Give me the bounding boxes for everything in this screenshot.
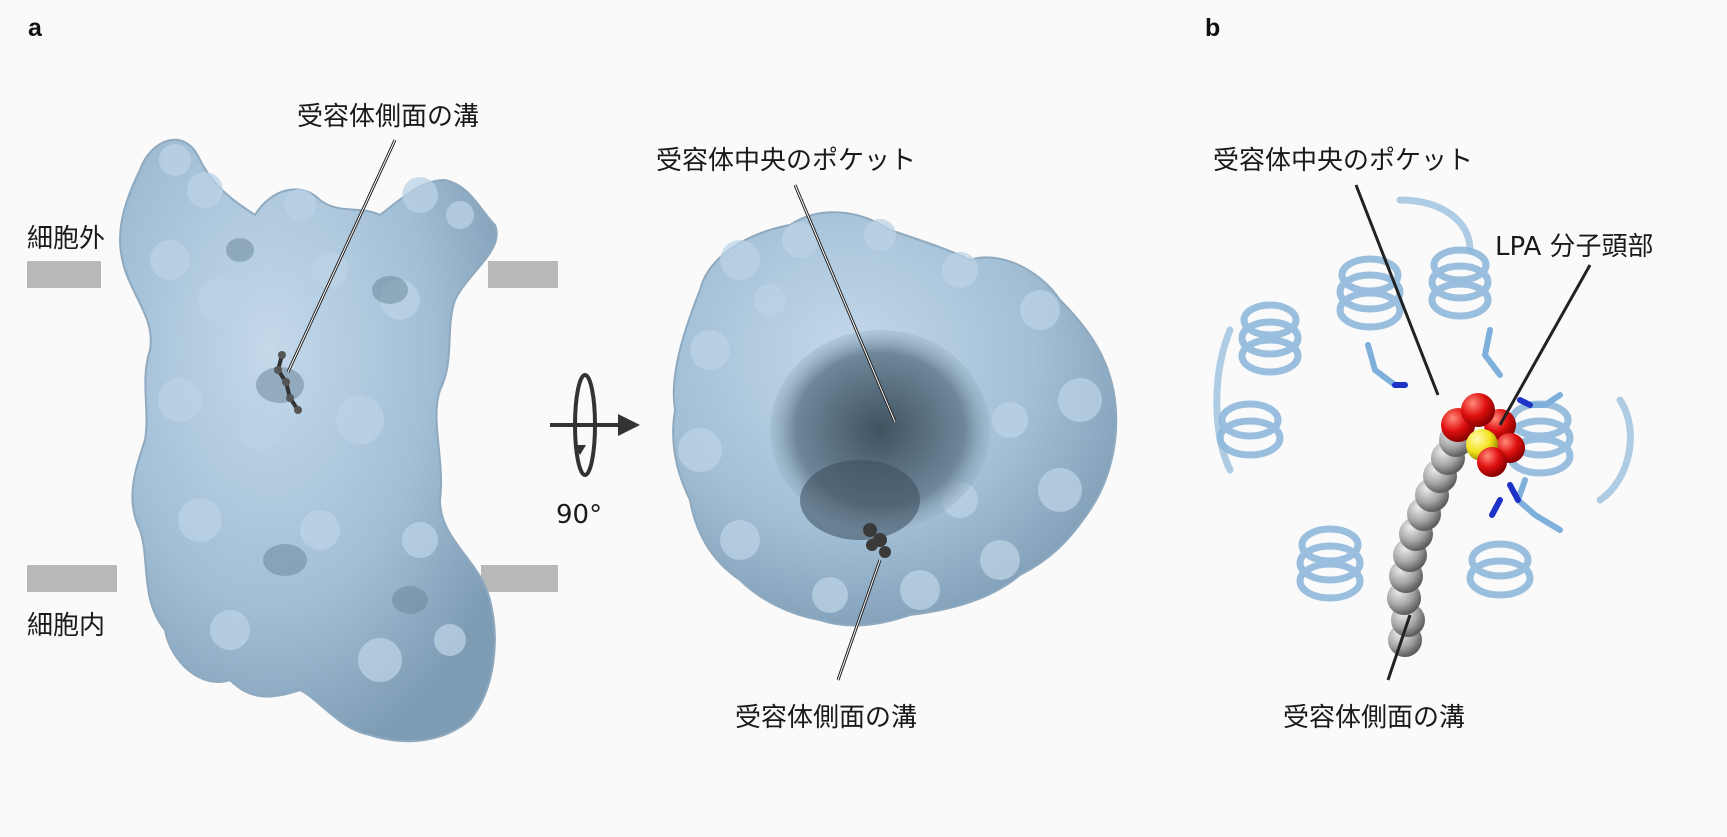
lpa-head-label: LPA 分子頭部 [1495, 232, 1654, 262]
leader-line-lpa-head [1498, 264, 1592, 426]
membrane-bar-intracellular-right [481, 565, 558, 592]
rotation-arrow-icon [550, 373, 640, 477]
membrane-bar-intracellular-left [27, 565, 117, 592]
membrane-bar-extracellular-right [488, 261, 558, 288]
membrane-bar-extracellular-left [27, 261, 101, 288]
extracellular-label: 細胞外 [27, 224, 106, 254]
residue-sticks [1365, 327, 1563, 533]
panel-letter-a: a [28, 14, 42, 42]
receptor-helix-bundle [1213, 196, 1634, 602]
ligand-stick-top-view [863, 523, 891, 558]
central-pocket-label-a: 受容体中央のポケット [656, 146, 917, 176]
intracellular-label: 細胞内 [27, 611, 106, 641]
lpa-tail-spheres [1387, 423, 1473, 657]
receptor-surface-side-view [119, 138, 498, 743]
panel-letter-b: b [1205, 14, 1221, 42]
side-groove-label-top: 受容体側面の溝 [297, 102, 480, 132]
side-groove-label-bottom: 受容体側面の溝 [735, 703, 918, 733]
central-pocket-label-b: 受容体中央のポケット [1213, 146, 1474, 176]
leader-line-side-groove-b [1386, 614, 1412, 681]
side-groove-label-b: 受容体側面の溝 [1283, 703, 1466, 733]
rotation-angle-label: 90° [556, 500, 603, 530]
leader-line-central-pocket-b [1354, 184, 1440, 396]
lpa-head-spheres [1441, 393, 1525, 477]
